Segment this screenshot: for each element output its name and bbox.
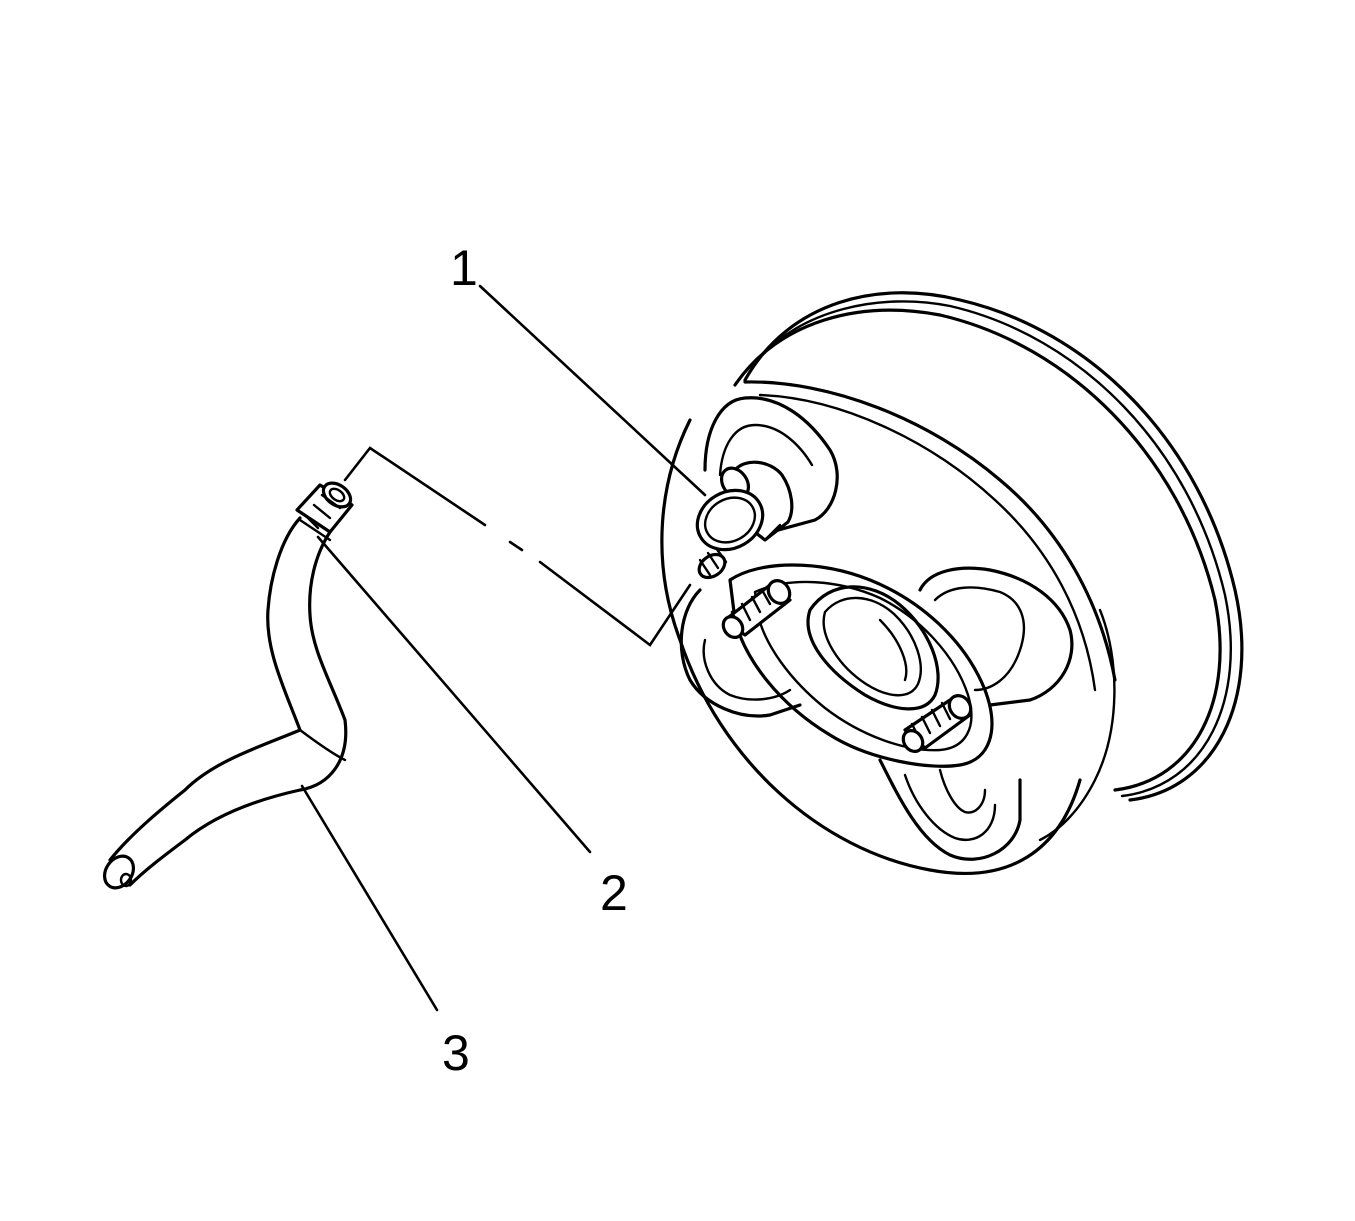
vacuum-hose: [102, 481, 354, 890]
callout-3: 3: [442, 1025, 470, 1081]
drum-housing: [660, 291, 1244, 875]
leader-line-2: [316, 535, 592, 854]
assembly-connection-line: [343, 446, 692, 647]
upper-stud: [721, 579, 792, 639]
leader-line-3: [300, 784, 439, 1012]
leader-line-1: [478, 284, 707, 497]
callout-2: 2: [600, 865, 628, 921]
mounting-flange: [679, 396, 1074, 861]
callout-1: 1: [450, 240, 478, 296]
check-valve: [695, 460, 794, 552]
lower-stud: [901, 694, 973, 753]
valve-nipple: [697, 546, 728, 580]
